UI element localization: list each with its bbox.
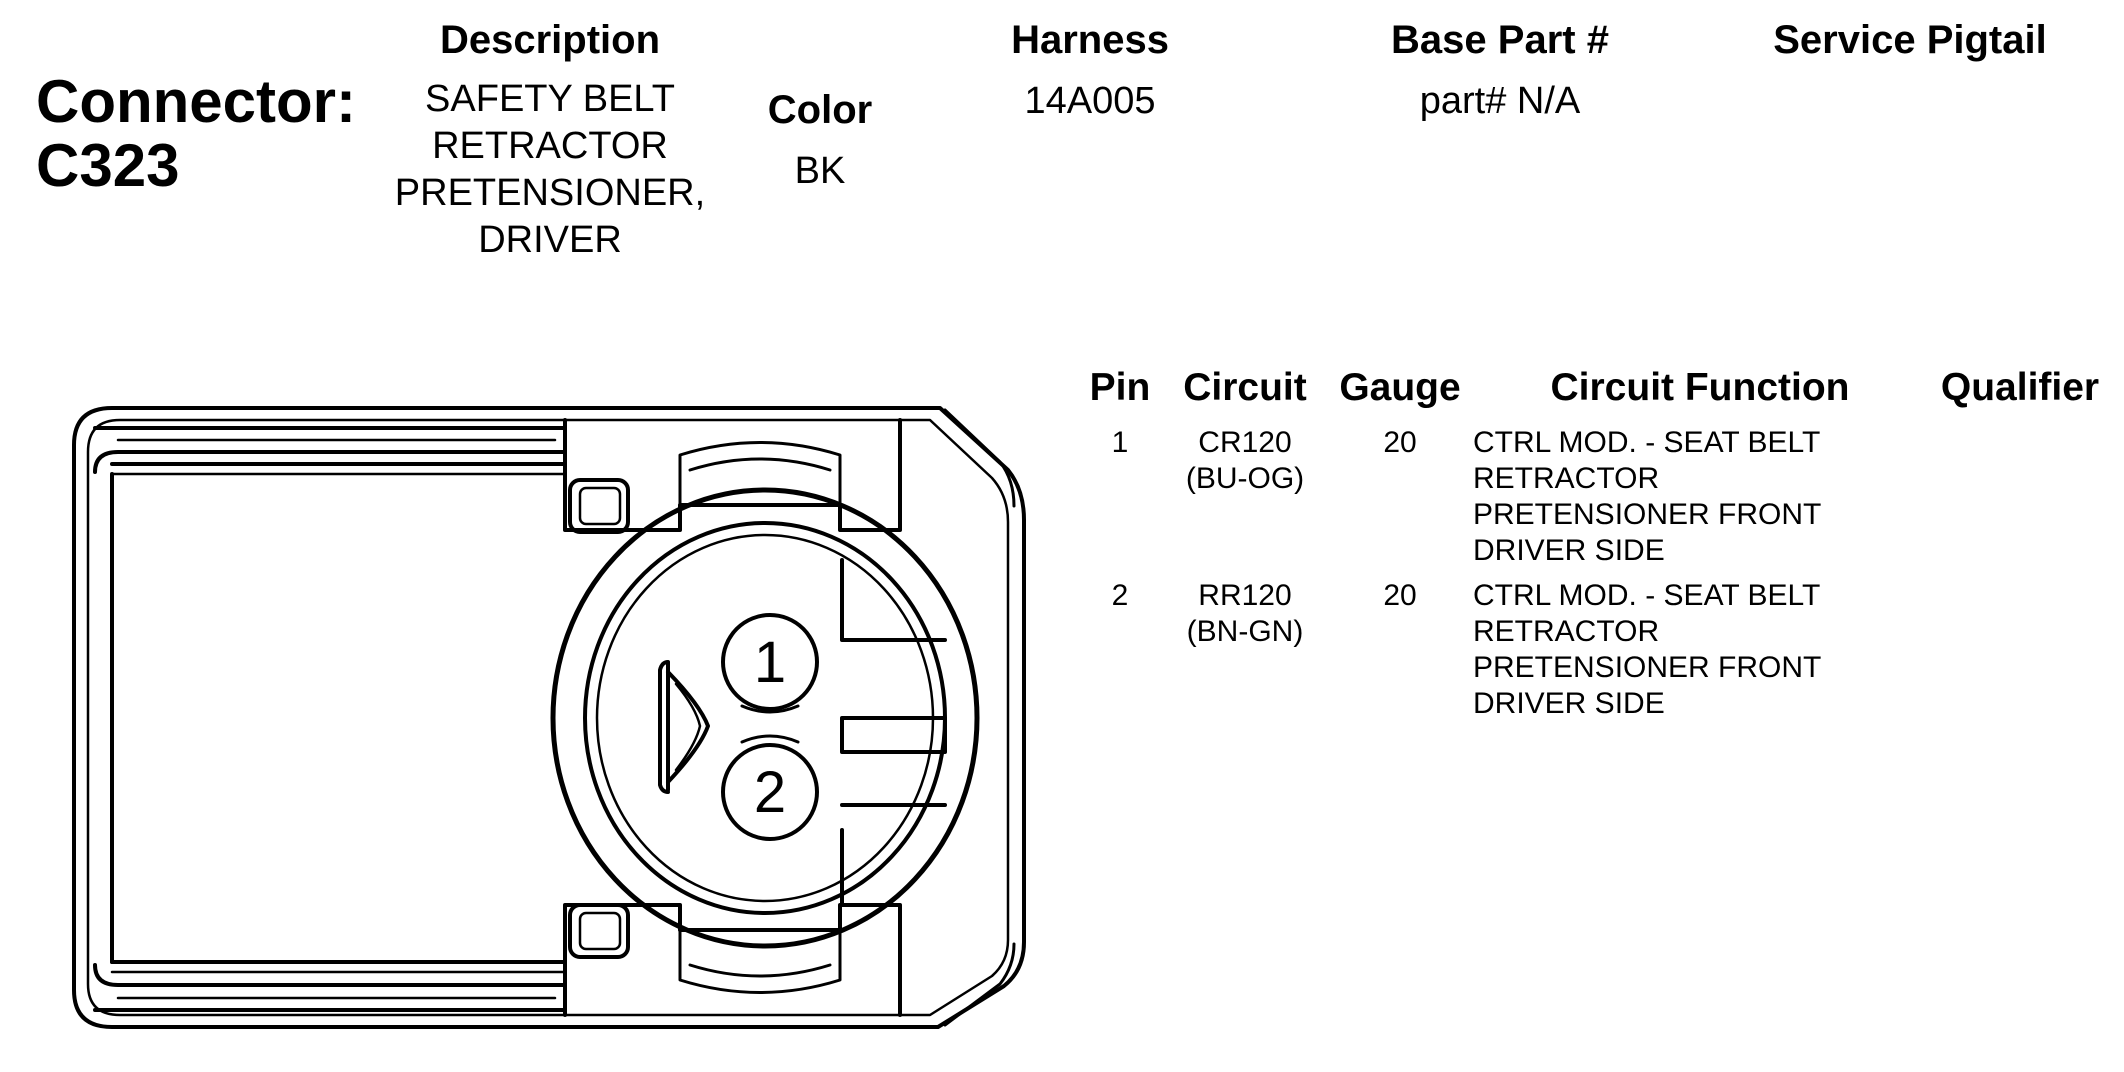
upper-frame-inner <box>678 441 842 507</box>
function-line: PRETENSIONER FRONT <box>1473 651 1822 684</box>
circuit-id: RR120 <box>1198 579 1292 612</box>
function-line: RETRACTOR <box>1473 462 1660 495</box>
right-slot-middle <box>840 716 947 754</box>
column-header-gauge: Gauge <box>1339 366 1461 409</box>
harness-value: 14A005 <box>1024 80 1156 122</box>
service-pigtail-header: Service Pigtail <box>1773 18 2047 62</box>
connector-face-diagram: 1 2 <box>72 406 1026 1029</box>
column-header-qualifier: Qualifier <box>1940 366 2100 409</box>
description-line: DRIVER <box>478 219 622 261</box>
table-row-2-circuit: RR120 (BN-GN) <box>1170 578 1320 650</box>
key-bracket-shape <box>666 670 710 784</box>
connector-title: Connector: C323 <box>36 70 356 198</box>
color-header: Color <box>767 88 873 132</box>
circuit-color: (BN-GN) <box>1186 615 1304 648</box>
description-line: RETRACTOR <box>432 125 668 167</box>
lower-frame-inner <box>678 928 842 994</box>
description-header: Description <box>439 18 661 62</box>
housing-inner-outline <box>86 418 1010 1017</box>
right-slot-upper <box>840 558 947 642</box>
column-header-pin: Pin <box>1089 366 1151 409</box>
housing-right-lip-lower <box>943 942 1016 1027</box>
base-part-header: Base Part # <box>1391 18 1609 62</box>
description-line: PRETENSIONER, <box>394 172 706 214</box>
pin-2-label: 2 <box>754 760 786 825</box>
key-bracket <box>658 660 670 794</box>
right-slot-lower <box>840 803 947 907</box>
table-row-1-gauge: 20 <box>1383 426 1417 459</box>
circuit-color: (BU-OG) <box>1185 462 1305 495</box>
bottom-rail <box>93 963 567 1012</box>
key-bracket-shape-inner <box>674 682 702 772</box>
function-line: DRIVER SIDE <box>1473 534 1665 567</box>
housing-right-lip <box>943 408 1016 508</box>
upper-frame-arc <box>688 457 832 472</box>
pin-1-label: 1 <box>754 630 786 695</box>
upper-frame <box>563 418 902 532</box>
column-header-circuit: Circuit <box>1183 366 1307 409</box>
latch-square-top-inner <box>578 486 622 526</box>
circuit-id: CR120 <box>1198 426 1292 459</box>
top-rail <box>93 426 567 474</box>
lower-frame-arc <box>688 963 832 978</box>
function-line: RETRACTOR <box>1473 615 1660 648</box>
function-line: PRETENSIONER FRONT <box>1473 498 1822 531</box>
function-line: CTRL MOD. - SEAT BELT <box>1473 426 1821 459</box>
function-line: DRIVER SIDE <box>1473 687 1665 720</box>
table-row-2-gauge: 20 <box>1383 579 1417 612</box>
function-line: CTRL MOD. - SEAT BELT <box>1473 579 1821 612</box>
connector-label: Connector: <box>36 68 356 135</box>
latch-square-top <box>568 478 630 534</box>
color-value: BK <box>794 150 846 192</box>
connector-id: C323 <box>36 132 180 199</box>
description-value: SAFETY BELT RETRACTOR PRETENSIONER, DRIV… <box>340 76 760 264</box>
table-row-1-function: CTRL MOD. - SEAT BELT RETRACTOR PRETENSI… <box>1473 425 1913 569</box>
pin-2-cavity <box>721 743 819 841</box>
table-row-2-pin: 2 <box>1111 579 1129 612</box>
table-row-1-circuit: CR120 (BU-OG) <box>1170 425 1320 497</box>
face-outer-ring <box>550 487 980 949</box>
latch-square-bottom-inner <box>578 911 622 951</box>
pin-1-cavity <box>721 613 819 711</box>
harness-header: Harness <box>1011 18 1169 62</box>
lower-frame <box>563 903 902 1017</box>
column-header-circuit-function: Circuit Function <box>1550 366 1850 409</box>
description-line: SAFETY BELT <box>425 78 675 120</box>
table-row-2-function: CTRL MOD. - SEAT BELT RETRACTOR PRETENSI… <box>1473 578 1913 722</box>
latch-square-bottom <box>568 903 630 959</box>
table-row-1-pin: 1 <box>1111 426 1129 459</box>
base-part-value: part# N/A <box>1419 80 1581 122</box>
housing-outline <box>72 406 1026 1029</box>
pin-bridge <box>740 704 800 744</box>
